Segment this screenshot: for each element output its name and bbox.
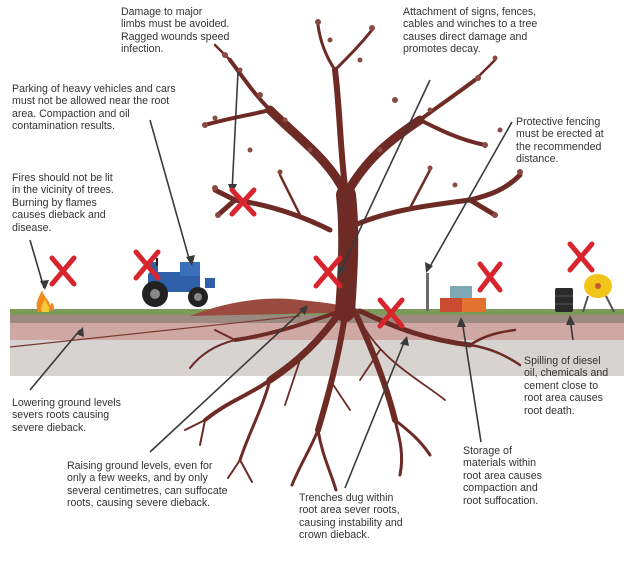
- raised-soil-mound: [190, 298, 370, 316]
- label-lowering: Lowering ground levels severs roots caus…: [12, 397, 121, 434]
- leader-arrowheads: [40, 184, 575, 346]
- soil-pink-band: [10, 322, 624, 340]
- leader-raising: [149, 307, 306, 453]
- fire-icon: [36, 290, 54, 312]
- label-trenches: Trenches dug within root area sever root…: [299, 492, 403, 542]
- leader-storage: [461, 319, 482, 443]
- leader-trenches: [344, 339, 406, 489]
- label-parking: Parking of heavy vehicles and cars must …: [12, 83, 176, 133]
- label-raising: Raising ground levels, even for only a f…: [67, 460, 228, 510]
- leader-lowering: [29, 329, 81, 391]
- cross-storage: [477, 261, 503, 293]
- leader-lines: [29, 71, 574, 489]
- cross-trench: [377, 297, 405, 329]
- oil-drum-icon: [555, 288, 573, 312]
- prohibited-crosses: [49, 187, 595, 329]
- label-limbs: Damage to major limbs must be avoided. R…: [121, 6, 230, 56]
- cross-tractor: [133, 249, 161, 281]
- leader-limbs: [231, 71, 239, 193]
- cement-mixer-icon: [582, 274, 615, 313]
- leader-fencing: [427, 121, 513, 271]
- tree-roots: [184, 308, 522, 492]
- cross-fire: [49, 255, 77, 287]
- tractor-icon: [142, 258, 215, 307]
- label-attachment: Attachment of signs, fences, cables and …: [403, 6, 538, 56]
- cross-trunk: [313, 255, 343, 289]
- cross-diesel: [567, 241, 595, 273]
- label-diesel: Spilling of diesel oil, chemicals and ce…: [524, 355, 609, 417]
- material-boxes-icon: [440, 286, 486, 312]
- tree-trunk-branches: [203, 23, 523, 322]
- label-fires: Fires should not be lit in the vicinity …: [12, 172, 114, 234]
- leader-parking: [149, 119, 191, 263]
- label-storage: Storage of materials within root area ca…: [463, 445, 542, 507]
- cross-limbs: [229, 187, 257, 217]
- leader-attachment: [339, 79, 431, 273]
- label-fencing: Protective fencing must be erected at th…: [516, 116, 604, 166]
- tree-leaves: [202, 19, 523, 218]
- original-ground-line: [9, 315, 301, 348]
- leader-fires: [29, 239, 45, 289]
- fence-post-icon: [426, 273, 429, 311]
